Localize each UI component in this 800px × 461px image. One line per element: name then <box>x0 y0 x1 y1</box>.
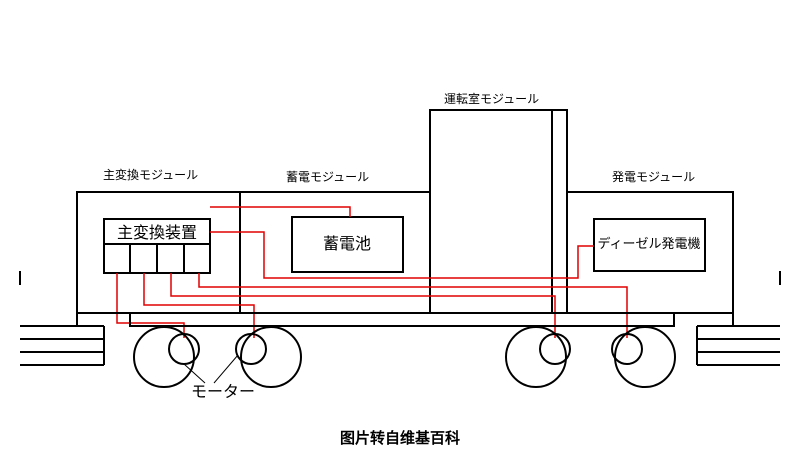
wheel-1 <box>133 326 200 388</box>
generator-module-box <box>566 191 734 314</box>
caption: 图片转自维基百科 <box>340 429 460 447</box>
motor-pointer-right <box>213 354 239 384</box>
battery-box <box>291 216 404 273</box>
wheel-3 <box>505 326 571 388</box>
right-steps <box>696 325 780 366</box>
main-converter-device-label: 主変換装置 <box>117 223 197 242</box>
cab-module-label: 運転室モジュール <box>444 91 539 106</box>
main-converter-module-label: 主変換モジュール <box>103 167 198 182</box>
wheel-4 <box>611 326 676 388</box>
cab-module-box <box>429 109 568 314</box>
motor-pointer-left <box>183 363 206 384</box>
battery-label: 蓄電池 <box>323 234 371 253</box>
underframe <box>129 312 675 327</box>
generator-module-label: 発電モジュール <box>612 170 695 184</box>
main-converter-module-box <box>76 191 241 314</box>
left-steps <box>20 325 105 366</box>
motor-label: モーター <box>191 382 255 401</box>
battery-module-label: 蓄電モジュール <box>286 170 369 184</box>
wheel-2 <box>235 326 302 388</box>
diesel-generator-label: ディーゼル発電機 <box>597 236 700 252</box>
diesel-generator-box <box>593 218 706 272</box>
